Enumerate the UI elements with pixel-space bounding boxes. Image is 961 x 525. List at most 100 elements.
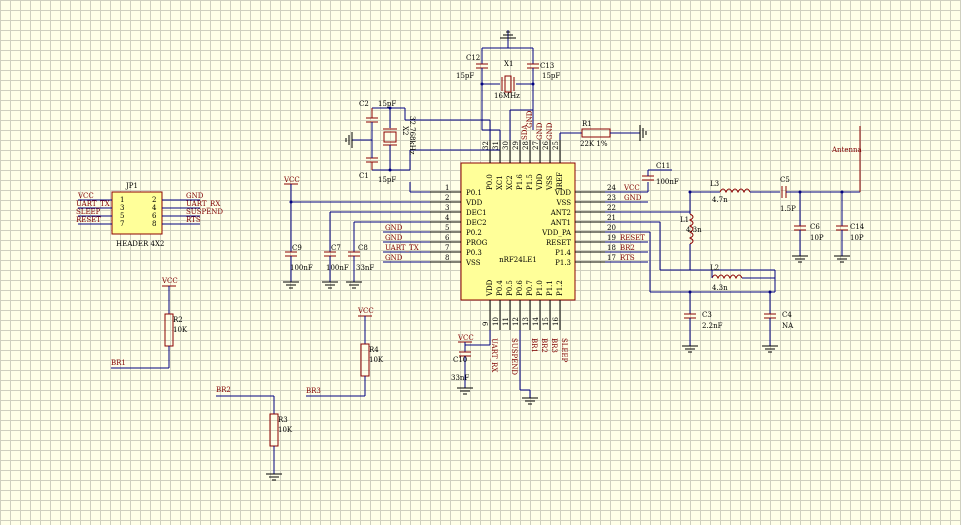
ic-pin-name: P0.7 bbox=[526, 280, 534, 296]
ic-pin-num: 6 bbox=[445, 234, 450, 242]
r2-resistor[interactable]: VCC R2 10K BR1 bbox=[111, 277, 188, 369]
crystal-x2-circuit[interactable]: C2 15pF C1 15pF X2 32.768kHz bbox=[345, 100, 500, 184]
net-label: RTS bbox=[186, 216, 201, 224]
ic-pin-num: 20 bbox=[607, 224, 616, 232]
ic-pin-name: VDD bbox=[465, 199, 483, 207]
crystal-x1-circuit[interactable]: C12 15pF C13 15pF X1 16MHz bbox=[456, 30, 560, 140]
rf-matching-network[interactable]: L1 4.3n L3 4.7n C5 1.5P C6 10P C14 10P bbox=[605, 126, 865, 353]
net-label: GND bbox=[186, 192, 204, 200]
ic-pin-name: VSS bbox=[546, 175, 554, 191]
vcc-label: VCC bbox=[283, 176, 300, 184]
vcc-label: VCC bbox=[457, 334, 474, 342]
r4-resistor[interactable]: VCC R4 10K BR3 bbox=[306, 307, 384, 397]
r2-designator: R2 bbox=[173, 316, 183, 324]
net-label: BR3 bbox=[306, 387, 321, 395]
c11-capacitor[interactable]: C11 100nF bbox=[642, 162, 679, 192]
ic-pin-name: P0.2 bbox=[466, 229, 482, 237]
header-pin-num: 8 bbox=[152, 220, 156, 228]
vdd-decoupling[interactable]: VCC C9 100nF C7 100nF C8 33nF bbox=[283, 176, 430, 289]
ground-icon bbox=[346, 281, 362, 289]
ground-icon bbox=[762, 345, 778, 353]
c9-designator: C9 bbox=[292, 244, 302, 252]
net-label: BR2 bbox=[620, 244, 635, 252]
ic-pin-name: VDD_PA bbox=[541, 229, 572, 237]
ic-pin-name: VDD bbox=[536, 173, 544, 191]
ground-icon bbox=[322, 281, 338, 289]
x1-value: 16MHz bbox=[494, 92, 520, 100]
ic-pin-num: 13 bbox=[522, 317, 530, 326]
ground-icon bbox=[283, 281, 299, 289]
ic-pin-name: P1.0 bbox=[536, 280, 544, 296]
ic-pin-num: 7 bbox=[445, 244, 449, 252]
ic-pin-name: P0.0 bbox=[486, 174, 494, 190]
ic-pin-name: VSS bbox=[555, 199, 571, 207]
ic-right-net-labels: VCC GND RESET BR2 RTS bbox=[605, 184, 648, 263]
ic-pin-name: VDD bbox=[486, 279, 494, 297]
ground-icon bbox=[266, 473, 282, 481]
ic-pin-name: P1.6 bbox=[516, 174, 524, 190]
ic-pin-name: VSS bbox=[465, 259, 481, 267]
vcc-label: VCC bbox=[161, 277, 178, 285]
r1-value: 22K 1% bbox=[580, 140, 608, 148]
r1-iref-resistor[interactable]: R1 22K 1% bbox=[559, 120, 647, 148]
header-pin-num: 4 bbox=[152, 204, 157, 212]
ic-pin-num: 5 bbox=[445, 224, 449, 232]
c10-capacitor[interactable]: VCC C10 33nF bbox=[451, 330, 538, 405]
header-pin-num: 3 bbox=[120, 204, 124, 212]
net-label: GND bbox=[385, 254, 403, 262]
ic-pin-num: 11 bbox=[502, 317, 510, 326]
ic-pin-name: ANT2 bbox=[550, 209, 571, 217]
ic-pin-num: 18 bbox=[607, 244, 616, 252]
net-label: UART_RX bbox=[490, 338, 498, 372]
ic-pin-num: 2 bbox=[445, 194, 449, 202]
net-label: BR2 bbox=[540, 338, 548, 353]
ground-icon bbox=[792, 255, 808, 263]
net-label: SUSPEND bbox=[186, 208, 223, 216]
net-label: GND bbox=[385, 224, 403, 232]
r1-designator: R1 bbox=[582, 120, 592, 128]
ic-pin-name: P1.4 bbox=[555, 249, 571, 257]
net-label: BR1 bbox=[530, 338, 538, 353]
header-pin-num: 2 bbox=[152, 196, 156, 204]
net-label: UART_TX bbox=[385, 244, 419, 252]
ic-pin-name: P0.4 bbox=[496, 280, 504, 296]
ic-pin-num: 14 bbox=[532, 317, 540, 326]
net-label: BR2 bbox=[216, 386, 231, 394]
ic-pin-num: 15 bbox=[542, 317, 550, 326]
net-label: GND bbox=[385, 234, 403, 242]
ic-pin-num: 31 bbox=[492, 141, 500, 150]
c10-designator: C10 bbox=[453, 356, 467, 364]
ic-left-pins: 1 2 3 4 5 6 7 8 P0.1 VDD DEC1 DEC2 P0.2 … bbox=[430, 184, 488, 267]
ic-nrf24le1[interactable]: nRF24LE1 bbox=[460, 162, 576, 301]
ic-pin-num: 23 bbox=[607, 194, 616, 202]
r4-designator: R4 bbox=[369, 346, 379, 354]
ic-pin-name: P0.1 bbox=[466, 189, 482, 197]
net-label: GND bbox=[536, 122, 544, 140]
ic-pin-name: P0.5 bbox=[506, 280, 514, 296]
ic-left-net-labels: GND GND UART_TX GND bbox=[383, 224, 430, 263]
ic-pin-name: DEC2 bbox=[466, 219, 487, 227]
net-label: BR3 bbox=[550, 338, 558, 353]
l2-value: 4.3n bbox=[712, 284, 728, 292]
c7-designator: C7 bbox=[331, 244, 341, 252]
ground-icon bbox=[834, 255, 850, 263]
ground-icon bbox=[500, 31, 516, 39]
c6-value: 10P bbox=[810, 234, 824, 242]
ic-pin-num: 3 bbox=[445, 204, 449, 212]
ground-icon bbox=[345, 132, 353, 148]
ic-pin-name: DEC1 bbox=[466, 209, 487, 217]
ground-icon bbox=[639, 125, 647, 141]
net-label: GND bbox=[526, 110, 534, 128]
header-jp1[interactable]: JP1 HEADER 4X2 1 3 5 7 2 4 6 8 VCC UART_… bbox=[76, 182, 223, 248]
net-label: BR1 bbox=[111, 359, 126, 367]
header-pin-num: 7 bbox=[120, 220, 124, 228]
c13-value: 15pF bbox=[542, 72, 560, 80]
ic-pin-name: IREF bbox=[556, 172, 564, 190]
net-label: RTS bbox=[620, 254, 635, 262]
r3-resistor[interactable]: R3 10K BR2 bbox=[216, 386, 293, 481]
ic-part-label: nRF24LE1 bbox=[499, 256, 537, 264]
c1-designator: C1 bbox=[359, 172, 369, 180]
ic-pin-num: 22 bbox=[607, 204, 616, 212]
c2-value: 15pF bbox=[378, 100, 396, 108]
